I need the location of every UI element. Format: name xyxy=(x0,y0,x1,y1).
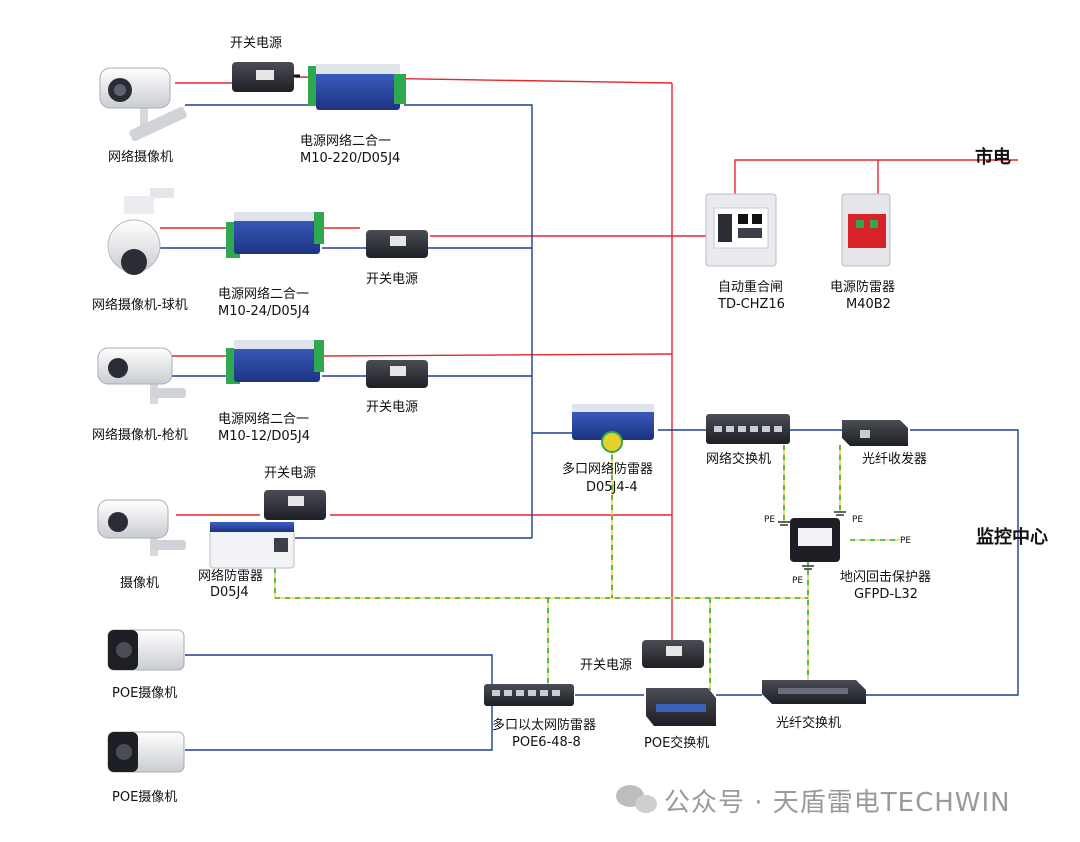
network-switch xyxy=(706,414,790,444)
ground-symbols xyxy=(778,511,846,570)
label-switching-power-5: 开关电源 xyxy=(580,658,633,673)
label-monitoring-center: 监控中心 xyxy=(976,527,1048,548)
ground-strike-protector xyxy=(790,518,840,562)
wechat-icon xyxy=(616,785,657,813)
label-camera-1: 网络摄像机 xyxy=(108,150,174,165)
switching-power-1 xyxy=(232,62,300,92)
label-switching-power-4: 开关电源 xyxy=(264,466,317,481)
label-power-spd-name: 电源防雷器 xyxy=(830,280,896,295)
ground-lines xyxy=(274,445,900,690)
label-fiber-transceiver: 光纤收发器 xyxy=(862,452,928,467)
label-mains: 市电 xyxy=(975,147,1011,168)
multi-port-network-spd xyxy=(572,404,654,453)
camera-4 xyxy=(97,499,186,556)
label-combo-3-model: M10-12/D05J4 xyxy=(218,429,311,444)
switching-power-2 xyxy=(366,230,428,258)
label-pe-2: PE xyxy=(852,515,864,525)
label-poe-spd-name: 多口以太网防雷器 xyxy=(492,718,597,733)
poe-ethernet-spd xyxy=(484,684,574,706)
camera-dome xyxy=(107,188,174,275)
label-power-spd-model: M40B2 xyxy=(846,297,891,312)
label-fiber-switch: 光纤交换机 xyxy=(776,716,842,731)
label-switching-power-2: 开关电源 xyxy=(366,272,419,287)
fiber-switch xyxy=(762,680,866,704)
label-camera-dome: 网络摄像机-球机 xyxy=(92,298,188,313)
combo-device-3 xyxy=(226,340,324,384)
label-combo-1-model: M10-220/D05J4 xyxy=(300,151,401,166)
label-ground-protector-model: GFPD-L32 xyxy=(854,587,918,602)
switching-power-4 xyxy=(264,490,326,520)
camera-1 xyxy=(99,67,187,142)
label-net-spd-model: D05J4 xyxy=(210,585,249,600)
label-switching-power-3: 开关电源 xyxy=(366,400,419,415)
switching-power-5 xyxy=(642,640,704,668)
label-poe-switch: POE交换机 xyxy=(644,736,710,751)
label-recloser-name: 自动重合闸 xyxy=(718,280,784,295)
label-combo-2-name: 电源网络二合一 xyxy=(218,287,310,302)
label-recloser-model: TD-CHZ16 xyxy=(718,297,785,312)
label-ground-protector-name: 地闪回击保护器 xyxy=(840,570,932,585)
combo-device-1 xyxy=(308,64,406,110)
label-combo-3-name: 电源网络二合一 xyxy=(218,412,310,427)
label-pe-3: PE xyxy=(900,536,912,546)
label-combo-2-model: M10-24/D05J4 xyxy=(218,304,311,319)
camera-bullet xyxy=(97,347,186,404)
label-poe-spd-model: POE6-48-8 xyxy=(512,735,581,750)
poe-camera-2 xyxy=(107,731,185,773)
label-poe-camera-1: POE摄像机 xyxy=(112,686,178,701)
power-surge-protector xyxy=(841,193,891,267)
label-combo-1-name: 电源网络二合一 xyxy=(300,134,392,149)
label-switching-power-1: 开关电源 xyxy=(230,36,283,51)
label-multi-net-spd-model: D05J4-4 xyxy=(586,480,638,495)
label-poe-camera-2: POE摄像机 xyxy=(112,790,178,805)
label-camera-bullet: 网络摄像机-枪机 xyxy=(92,428,188,443)
label-camera-4: 摄像机 xyxy=(120,576,160,591)
network-spd xyxy=(209,522,295,569)
label-pe-4: PE xyxy=(792,576,804,586)
label-net-switch: 网络交换机 xyxy=(706,452,772,467)
label-pe-1: PE xyxy=(764,515,776,525)
fiber-transceiver xyxy=(842,420,908,446)
watermark-text: 公众号 · 天盾雷电TECHWIN xyxy=(664,788,1011,818)
combo-device-2 xyxy=(226,212,324,258)
label-net-spd-name: 网络防雷器 xyxy=(198,569,264,584)
poe-camera-1 xyxy=(107,629,185,671)
poe-switch xyxy=(646,688,716,726)
switching-power-3 xyxy=(366,360,428,388)
auto-recloser xyxy=(705,193,777,267)
label-multi-net-spd-name: 多口网络防雷器 xyxy=(562,462,654,477)
